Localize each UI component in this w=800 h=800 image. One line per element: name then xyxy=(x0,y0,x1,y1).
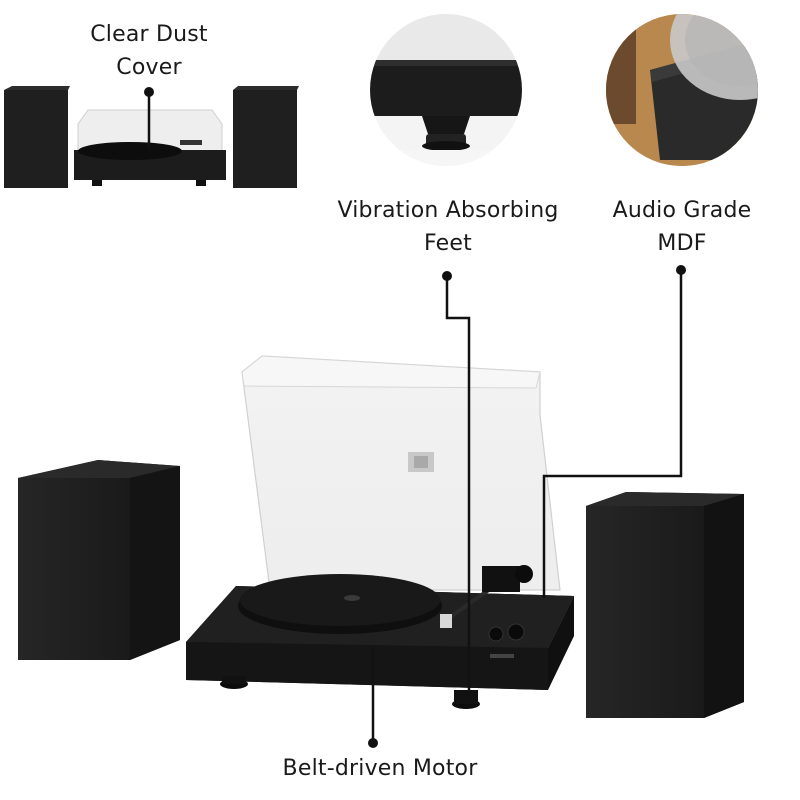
speaker-right xyxy=(586,492,744,718)
dot-feet xyxy=(442,271,452,281)
leader-lines xyxy=(147,92,683,742)
callout-mdf: Audio Grade MDF xyxy=(592,194,772,260)
thumb-speaker-right xyxy=(233,90,297,188)
callout-mdf-line1: Audio Grade xyxy=(612,198,752,223)
dot-motor xyxy=(368,738,378,748)
dust-cover xyxy=(241,355,561,591)
callout-mdf-line2: MDF xyxy=(657,231,707,256)
callout-feet: Vibration Absorbing Feet xyxy=(328,194,568,260)
dot-mdf xyxy=(676,265,686,275)
detail-feet-photo xyxy=(370,14,522,166)
callout-feet-line1: Vibration Absorbing xyxy=(337,198,559,223)
leader-feet xyxy=(445,278,471,698)
speaker-left xyxy=(18,460,180,660)
callout-dust-cover-line2: Cover xyxy=(116,55,182,80)
detail-mdf-photo xyxy=(606,14,758,166)
callout-feet-line2: Feet xyxy=(424,231,472,256)
leader-dots xyxy=(144,87,686,748)
leader-mdf xyxy=(542,272,683,598)
callout-motor: Belt-driven Motor xyxy=(270,752,490,785)
thumb-speaker-left xyxy=(4,90,68,188)
dot-dust-cover xyxy=(144,87,154,97)
turntable xyxy=(186,565,574,709)
thumbnail-system xyxy=(4,86,299,188)
callout-dust-cover: Clear Dust Cover xyxy=(74,18,224,84)
callout-motor-label: Belt-driven Motor xyxy=(282,756,478,781)
callout-dust-cover-line1: Clear Dust xyxy=(90,22,208,47)
